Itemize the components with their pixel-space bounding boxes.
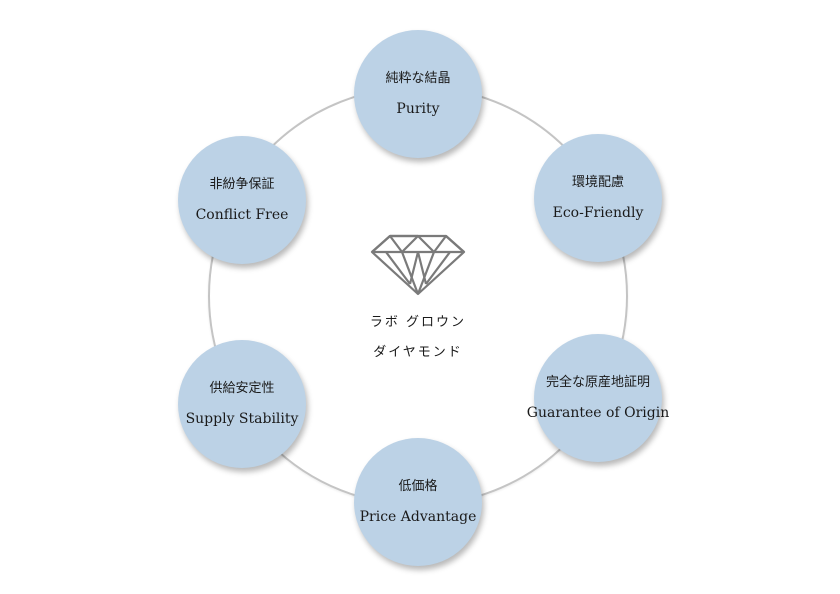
node-label-jp: 非紛争保証 (209, 177, 275, 192)
node-supply-stability: 供給安定性 Supply Stability (178, 340, 306, 468)
node-label-en: Conflict Free (195, 207, 289, 223)
node-label-en: Purity (396, 101, 440, 117)
node-label-jp: 純粋な結晶 (385, 71, 451, 86)
center-title-line-1: ラボ グロウン (369, 315, 467, 330)
node-label-jp: 完全な原産地証明 (545, 375, 650, 390)
node-label-jp: 環境配慮 (571, 175, 624, 190)
node-label-jp: 供給安定性 (209, 381, 275, 396)
node-label-en: Supply Stability (185, 411, 299, 427)
node-purity: 純粋な結晶 Purity (354, 30, 482, 158)
diamond-icon (370, 234, 466, 296)
node-price-advantage: 低価格 Price Advantage (354, 438, 482, 566)
node-label-en: Eco-Friendly (552, 205, 644, 221)
node-label-jp: 低価格 (398, 479, 438, 494)
node-eco-friendly: 環境配慮 Eco-Friendly (534, 134, 662, 262)
node-label-en: Price Advantage (359, 509, 477, 525)
center-title-line-2: ダイヤモンド (373, 345, 463, 360)
node-guarantee-of-origin: 完全な原産地証明 Guarantee of Origin (527, 334, 669, 462)
node-label-en: Guarantee of Origin (526, 405, 670, 421)
node-conflict-free: 非紛争保証 Conflict Free (178, 136, 306, 264)
center-label: ラボ グロウン ダイヤモンド (340, 232, 496, 362)
